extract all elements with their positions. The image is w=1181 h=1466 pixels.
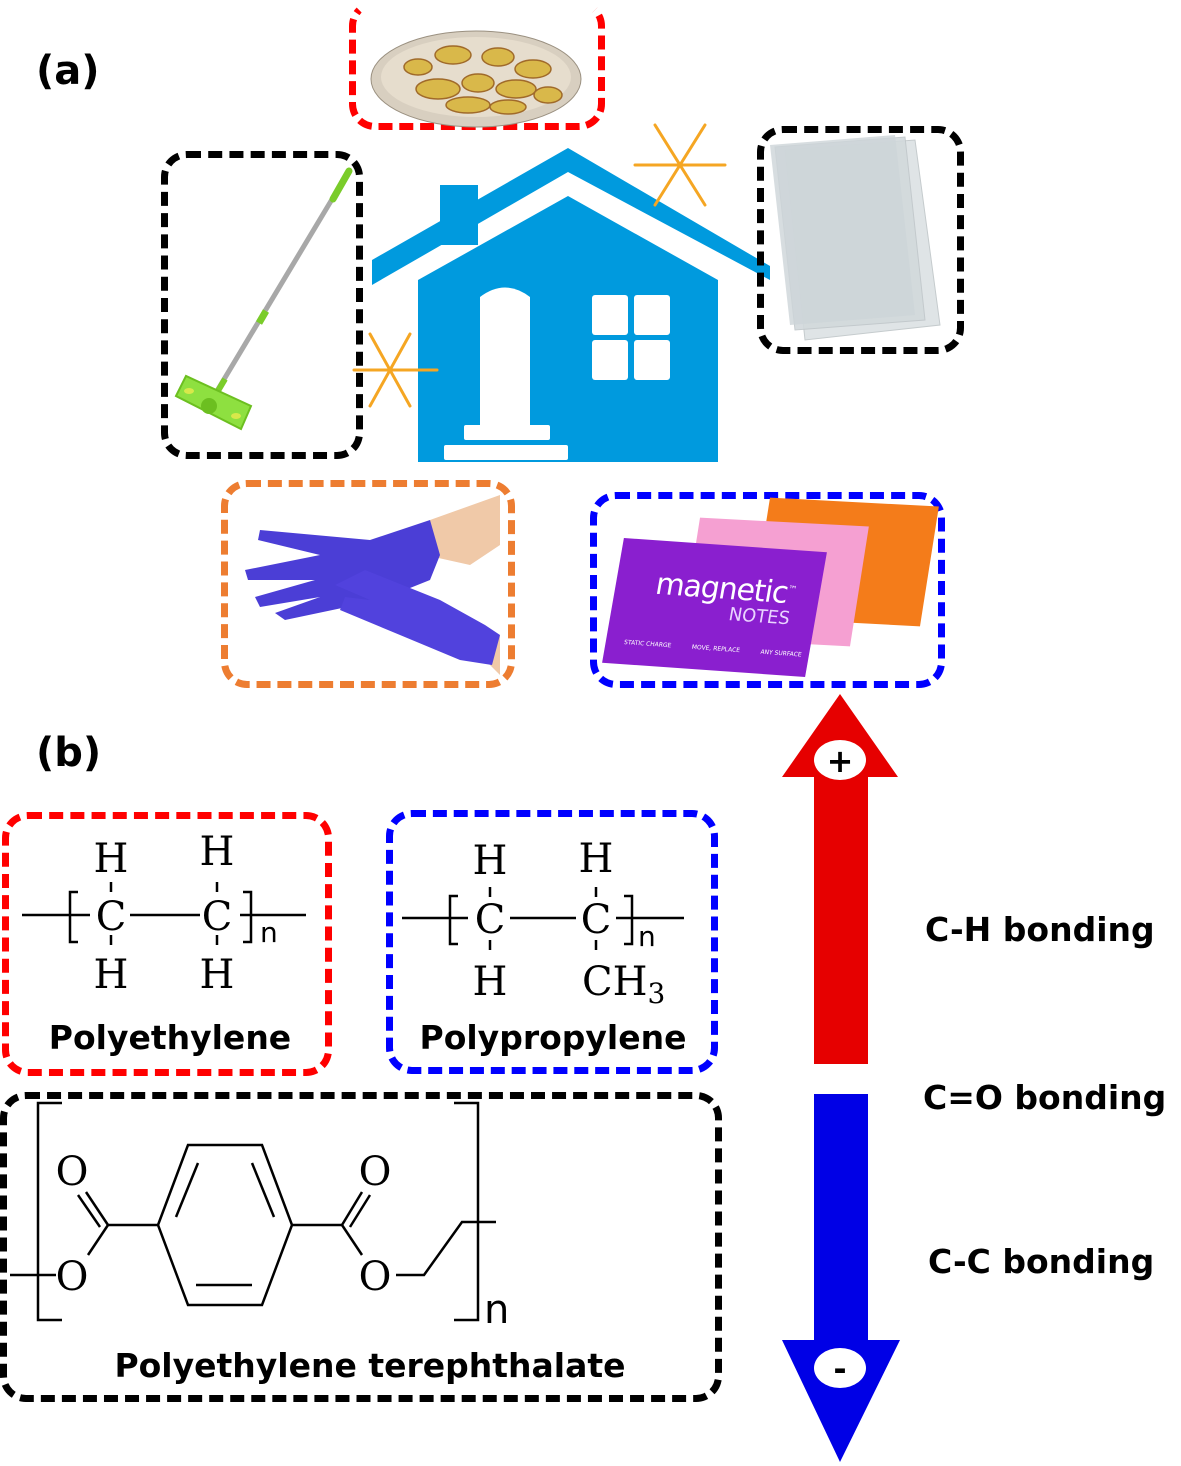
food-plate-image <box>370 30 582 128</box>
negative-sign: - <box>833 1350 846 1388</box>
bond <box>340 1191 364 1226</box>
panel-a-label: (a) <box>36 48 100 94</box>
cc-bonding-label: C-C bonding <box>928 1242 1155 1281</box>
bond <box>86 1224 110 1256</box>
bracket-right <box>624 894 634 946</box>
bracket-left <box>448 894 458 946</box>
atom-h: H <box>94 952 129 998</box>
bond <box>340 1224 364 1256</box>
polypropylene-label: Polypropylene <box>419 1018 687 1057</box>
panel-b-label: (b) <box>36 730 102 776</box>
bond <box>348 1194 372 1228</box>
atom-h: H <box>473 959 508 1005</box>
house-step-top <box>464 425 550 440</box>
house-step-bottom <box>444 445 568 460</box>
benzene-ring <box>156 1143 294 1307</box>
methyl-group: CH3 <box>582 959 665 1010</box>
house-door <box>480 287 530 425</box>
pet-box <box>0 1092 722 1402</box>
atom-o: O <box>359 1149 392 1195</box>
positive-arrow: + <box>782 694 898 1064</box>
atom-c: C <box>96 894 127 940</box>
polypropylene-structure: H H C C H CH3 n <box>402 836 684 1010</box>
bracket-left <box>36 1101 62 1322</box>
bracket-left <box>68 890 78 944</box>
plastic-sheets-box <box>757 126 964 354</box>
pet-structure: O O O O n <box>10 1101 509 1333</box>
atom-c: C <box>202 894 233 940</box>
polyethylene-box <box>2 812 332 1076</box>
polyethylene-label: Polyethylene <box>48 1018 292 1057</box>
sparkle-icon-left <box>352 332 439 408</box>
mop-image <box>174 167 353 431</box>
atom-h: H <box>200 829 235 875</box>
house-icon <box>372 148 770 462</box>
magnetic-notes-image: magnetic™ NOTES STATIC CHARGE MOVE, REPL… <box>600 497 939 680</box>
mop-box <box>161 151 363 459</box>
gloves-image <box>245 495 500 675</box>
negative-arrow: - <box>782 1094 900 1462</box>
atom-c: C <box>581 897 612 943</box>
atom-o: O <box>56 1149 89 1195</box>
magnetic-notes-box <box>590 492 945 688</box>
ch-bonding-label: C-H bonding <box>925 910 1155 949</box>
food-wrap-box <box>349 0 605 130</box>
notes-feature: MOVE, REPLACE <box>691 643 741 655</box>
pet-label: Polyethylene terephthalate <box>114 1346 626 1385</box>
subscript-n: n <box>260 916 278 949</box>
notes-feature: ANY SURFACE <box>759 648 803 659</box>
bracket-right <box>243 890 253 944</box>
co-bonding-label: C=O bonding <box>923 1078 1167 1117</box>
notes-feature: STATIC CHARGE <box>623 639 672 650</box>
plastic-sheets-image <box>770 135 941 341</box>
bond <box>396 1220 496 1277</box>
gloves-box <box>221 480 515 688</box>
house-roof <box>372 148 770 285</box>
positive-sign: + <box>827 742 854 780</box>
note-pad-purple: magnetic™ NOTES STATIC CHARGE MOVE, REPL… <box>602 538 827 677</box>
bracket-right <box>454 1101 480 1322</box>
notes-subbrand: NOTES <box>726 604 792 630</box>
bond <box>250 1162 276 1218</box>
atom-o: O <box>56 1254 89 1300</box>
atom-h: H <box>200 952 235 998</box>
atom-h: H <box>94 836 129 882</box>
bond <box>174 1162 200 1218</box>
sparkle-icon-right <box>633 123 727 207</box>
atom-h: H <box>579 836 614 882</box>
negative-sign-badge <box>814 1348 866 1388</box>
atom-h: H <box>473 838 508 884</box>
positive-sign-badge <box>814 740 866 780</box>
bond <box>76 1194 102 1228</box>
subscript-n: n <box>484 1287 509 1333</box>
house-window <box>592 295 670 380</box>
polypropylene-box <box>386 810 718 1074</box>
atom-c: C <box>475 897 506 943</box>
bond <box>84 1191 110 1226</box>
subscript-n: n <box>638 920 656 953</box>
polyethylene-structure: H H C C H H n <box>22 829 306 998</box>
notes-brand: magnetic <box>652 566 791 611</box>
atom-o: O <box>359 1254 392 1300</box>
